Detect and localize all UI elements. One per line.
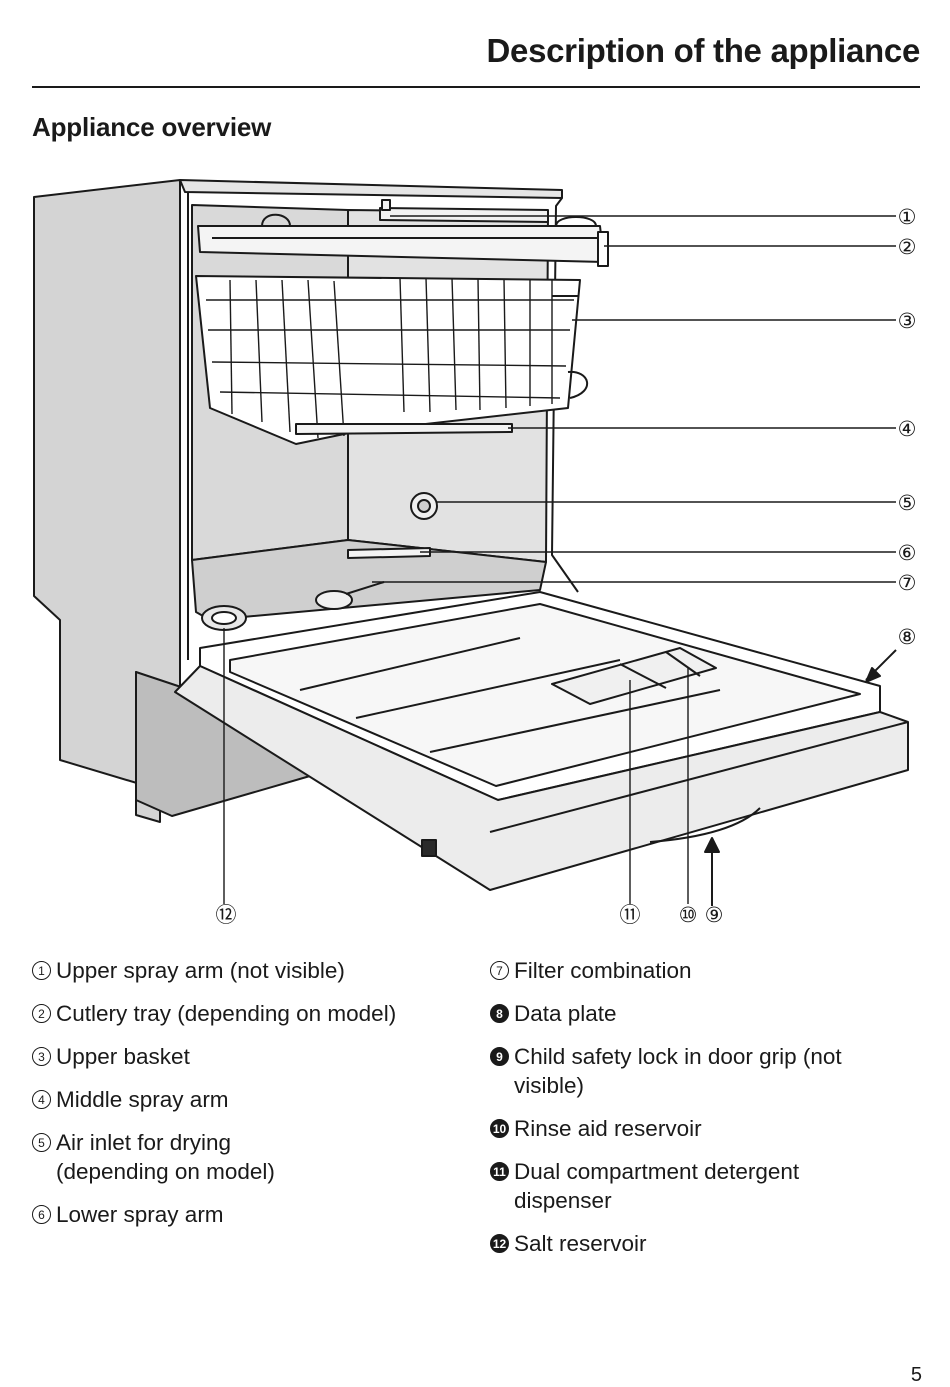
callout-5: ⑤ [898,492,917,515]
legend-item: 9 Child safety lock in door grip (not vi… [490,1042,920,1100]
legend-right-column: 7 Filter combination 8 Data plate 9 Chil… [490,956,920,1272]
middle-spray-arm [295,423,513,435]
legend-item: 1 Upper spray arm (not visible) [32,956,472,985]
callout-12: ⑫ [216,904,237,927]
legend-item: 8 Data plate [490,999,920,1028]
page-number: 5 [910,1364,922,1386]
legend-item: 2 Cutlery tray (depending on model) [32,999,472,1028]
legend-text: Cutlery tray (depending on model) [56,1001,397,1026]
legend-item: 12 Salt reservoir [490,1229,920,1258]
legend-item: 6 Lower spray arm [32,1200,472,1229]
legend-item: 4 Middle spray arm [32,1085,472,1114]
legend-item: 11 Dual compartment detergent dispenser [490,1157,920,1215]
door-grip [649,807,761,843]
legend-item: 5 Air inlet for drying (depending on mod… [32,1128,472,1186]
callout-6: ⑥ [898,542,917,565]
door-edge [174,665,909,891]
legend-text: Air inlet for drying (depending on model… [56,1130,275,1184]
legend-text: Dual compartment detergent dispenser [514,1159,800,1213]
legend-text: Upper spray arm (not visible) [56,958,345,983]
legend-number: 1 [32,961,51,980]
legend-text: Middle spray arm [56,1087,229,1112]
callout-1: ① [898,206,917,229]
legend-item: 7 Filter combination [490,956,920,985]
legend-text: Upper basket [56,1044,190,1069]
detergent-dispenser [551,647,717,705]
header-divider [32,86,920,88]
callout-7: ⑦ [898,572,917,595]
legend-number: 2 [32,1004,51,1023]
dishwasher-drawing: ① ② ③ ④ ⑤ ⑥ ⑦ ⑧ ⑨ ⑩ ⑪ ⑫ [33,179,917,927]
legend-number: 5 [32,1133,51,1152]
legend-number: 6 [32,1205,51,1224]
door-inner-panel [229,603,861,787]
filter-combination [315,590,353,610]
legend-number: 4 [32,1090,51,1109]
legend-number: 3 [32,1047,51,1066]
callout-10: ⑩ [679,904,698,927]
callout-9: ⑨ [705,904,724,927]
legend-text: Rinse aid reservoir [514,1116,702,1141]
legend-text: Child safety lock in door grip (not visi… [514,1044,842,1098]
legend-number: 11 [490,1162,509,1181]
legend-text: Lower spray arm [56,1202,224,1227]
legend-number: 12 [490,1234,509,1253]
callout-3: ③ [898,310,917,333]
legend-text: Salt reservoir [514,1231,647,1256]
callout-2: ② [898,236,917,259]
callout-11: ⑪ [620,904,641,927]
section-title: Appliance overview [32,112,272,142]
top-rail [379,207,549,223]
legend-number: 7 [490,961,509,980]
page-heading: Description of the appliance [486,32,920,69]
tub-floor [191,539,547,621]
legend-text: Data plate [514,1001,617,1026]
legend-item: 3 Upper basket [32,1042,472,1071]
legend-number: 9 [490,1047,509,1066]
frame-top [179,179,563,199]
lower-spray-arm [347,547,431,559]
appliance-illustration: ① ② ③ ④ ⑤ ⑥ ⑦ ⑧ ⑨ ⑩ ⑪ ⑫ [0,170,950,940]
legend-text: Filter combination [514,958,692,983]
callout-8: ⑧ [898,626,917,649]
legend-left-column: 1 Upper spray arm (not visible) 2 Cutler… [32,956,472,1243]
legend-number: 8 [490,1004,509,1023]
callout-4: ④ [898,418,917,441]
legend-item: 10 Rinse aid reservoir [490,1114,920,1143]
legend-number: 10 [490,1119,509,1138]
